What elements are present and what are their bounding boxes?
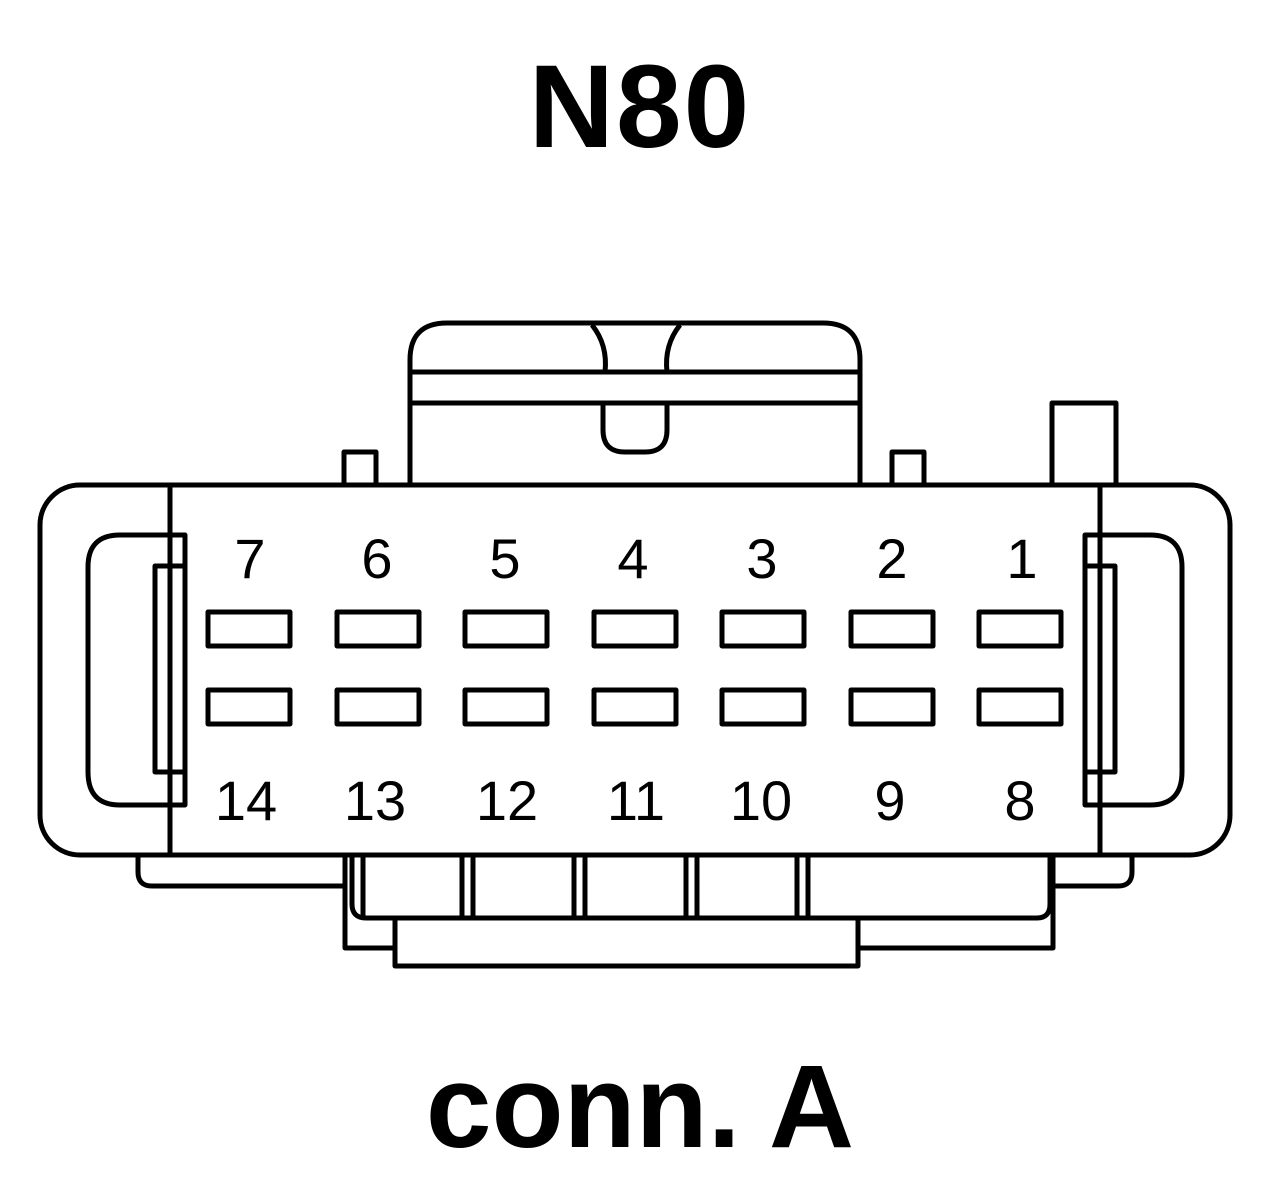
pin-label-4: 4: [617, 527, 648, 590]
pin-label-1: 1: [1006, 527, 1037, 590]
pin-label-12: 12: [476, 769, 538, 832]
top-latch: [407, 320, 863, 485]
pin-cavity-11: [591, 687, 679, 727]
pin-label-13: 13: [344, 769, 406, 832]
pin-label-3: 3: [746, 527, 777, 590]
pin-cavity-8: [976, 687, 1064, 727]
pin-label-7: 7: [234, 527, 265, 590]
right-clip: [1082, 532, 1185, 808]
pin-cavity-13: [334, 687, 422, 727]
pin-label-9: 9: [874, 769, 905, 832]
pin-label-10: 10: [730, 769, 792, 832]
pin-cavity-9: [848, 687, 936, 727]
pin-cavities: [205, 609, 1064, 727]
pin-label-6: 6: [361, 527, 392, 590]
pin-cavity-7: [205, 609, 293, 649]
pin-label-11: 11: [607, 769, 665, 832]
stud-tall: [1049, 400, 1119, 488]
connector-title: N80: [528, 41, 752, 173]
pin-cavity-4: [591, 609, 679, 649]
pin-cavity-14: [205, 687, 293, 727]
pin-cavity-6: [334, 609, 422, 649]
connector-body: [37, 482, 1233, 858]
pin-label-14: 14: [215, 769, 277, 832]
connector-subtitle: conn. A: [425, 1041, 855, 1173]
left-clip: [85, 532, 188, 808]
pin-cavity-1: [976, 609, 1064, 649]
bottom-housing: [135, 855, 1135, 969]
pin-cavity-3: [719, 609, 807, 649]
pin-cavity-5: [462, 609, 550, 649]
pin-cavity-12: [462, 687, 550, 727]
pin-cavity-2: [848, 609, 936, 649]
pin-cavity-10: [719, 687, 807, 727]
pin-label-2: 2: [876, 527, 907, 590]
stud-right: [889, 449, 927, 488]
stud-left: [341, 449, 379, 488]
pin-label-8: 8: [1004, 769, 1035, 832]
pin-label-5: 5: [489, 527, 520, 590]
